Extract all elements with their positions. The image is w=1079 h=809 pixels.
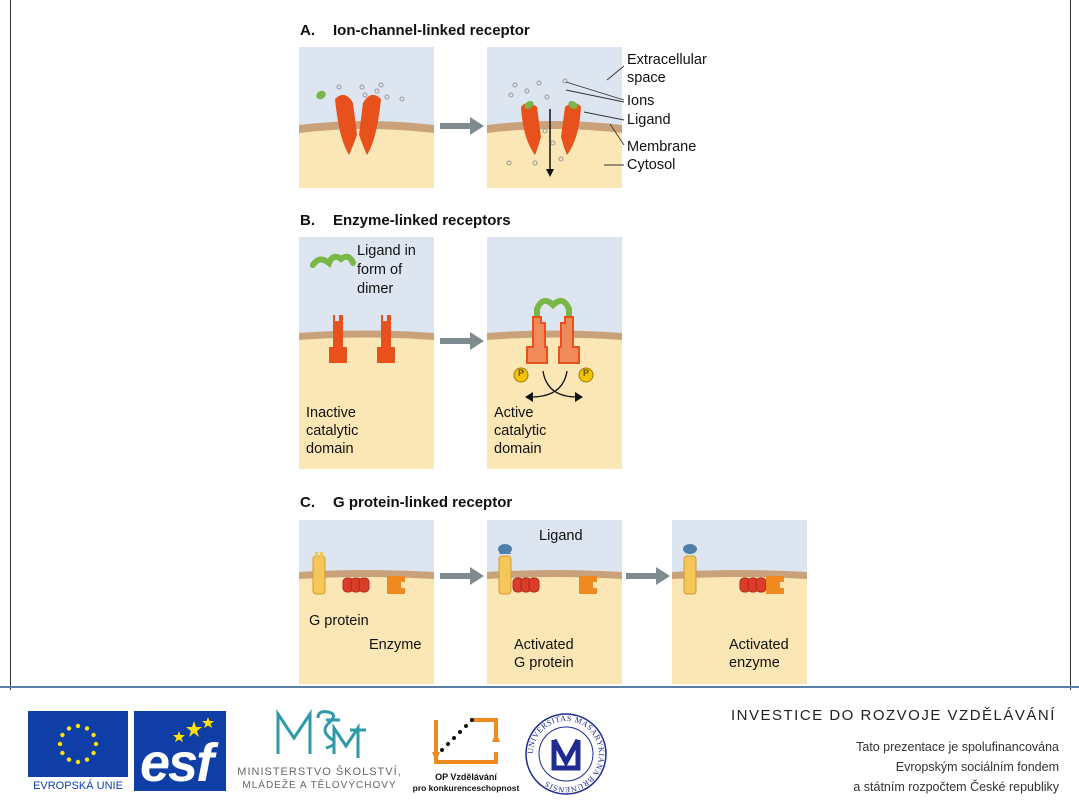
panel-a1-closed-channel	[299, 47, 434, 188]
label-ligand-dimer-1: Ligand in	[357, 243, 416, 259]
label-ligand-c: Ligand	[539, 528, 583, 544]
op-line1: OP Vzdělávání	[435, 772, 497, 782]
section-b-title: Enzyme-linked receptors	[333, 212, 511, 229]
phosphate-right	[578, 367, 594, 383]
footer-headline: INVESTICE DO ROZVOJE VZDĚLÁVÁNÍ	[731, 707, 1056, 724]
label-inactive-2: catalytic	[306, 423, 359, 439]
panel-a2-open-channel	[487, 47, 622, 188]
label-ions: Ions	[627, 93, 655, 109]
label-activated-g-2: G protein	[514, 655, 574, 671]
phosphate-right-label: P	[582, 368, 589, 378]
panel-c1-svg	[299, 520, 434, 684]
active-receptor-right	[558, 316, 580, 364]
arrow-c1	[440, 567, 484, 585]
gpcr-receptor	[312, 555, 326, 595]
panel-c3-enzyme-activated	[672, 520, 807, 684]
msmt-monogram-icon	[276, 709, 366, 758]
arrow-c2	[626, 567, 670, 585]
bound-ligand-dimer	[534, 297, 572, 322]
phosphate-left	[513, 367, 529, 383]
label-activated-enzyme-2: enzyme	[729, 655, 780, 671]
panel-a1-svg	[299, 47, 434, 188]
msmt-line2: MLÁDEŽE A TĚLOVÝCHOVY	[242, 780, 397, 791]
panel-c2-svg	[487, 520, 622, 684]
section-c-title: G protein-linked receptor	[333, 494, 513, 511]
eu-label: EVROPSKÁ UNIE	[33, 780, 123, 792]
footer-line3: a státním rozpočtem České republiky	[853, 780, 1059, 794]
panel-c3-svg	[672, 520, 807, 684]
label-active-1: Active	[494, 405, 534, 421]
section-b-letter: B.	[300, 212, 315, 229]
footer-line2: Evropským sociálním fondem	[895, 760, 1059, 774]
op-line2: pro konkurenceschopnost	[412, 783, 520, 793]
label-ligand-a: Ligand	[627, 112, 671, 128]
slide-border-left	[10, 0, 11, 690]
panel-c2-g-activated	[487, 520, 622, 684]
panel-b1-inactive	[299, 237, 434, 469]
panel-a2-svg	[487, 47, 622, 188]
eu-logo: EVROPSKÁ UNIE	[28, 711, 128, 792]
section-a-letter: A.	[300, 22, 315, 39]
op-logo: OP Vzdělávání pro konkurenceschopnost	[410, 712, 522, 794]
label-inactive-1: Inactive	[306, 405, 356, 421]
op-icon	[432, 718, 500, 764]
label-space: space	[627, 70, 666, 86]
label-inactive-3: domain	[306, 441, 354, 457]
label-extracellular: Extracellular	[627, 52, 707, 68]
label-g-protein: G protein	[309, 613, 369, 629]
label-active-3: domain	[494, 441, 542, 457]
msmt-logo: MINISTERSTVO ŠKOLSTVÍ, MLÁDEŽE A TĚLOVÝC…	[232, 708, 407, 794]
esf-label: esf	[140, 733, 214, 793]
panel-b2-active: P P	[487, 237, 622, 469]
panel-b1-svg	[299, 237, 434, 469]
label-membrane: Membrane	[627, 139, 697, 155]
g-protein	[342, 577, 370, 593]
ligand-dimer	[310, 253, 356, 268]
channel-half-right	[359, 94, 381, 155]
muni-seal: UNIVERSITAS MASARYKIANA BRUNENSIS	[524, 712, 608, 796]
channel-open-left	[521, 103, 541, 155]
label-cytosol: Cytosol	[627, 157, 676, 173]
slide-border-right	[1070, 0, 1071, 690]
panel-c1-resting	[299, 520, 434, 684]
section-c-letter: C.	[300, 494, 315, 511]
ligand	[316, 90, 326, 100]
channel-open-right	[561, 103, 581, 155]
esf-logo: esf	[134, 711, 226, 791]
eu-flag-icon	[28, 711, 128, 777]
arrow-a	[440, 117, 484, 135]
label-activated-g-1: Activated	[514, 637, 574, 653]
label-ligand-dimer-2: form of	[357, 262, 403, 278]
arrow-b	[440, 332, 484, 350]
muni-seal-icon: UNIVERSITAS MASARYKIANA BRUNENSIS	[525, 713, 607, 795]
label-activated-enzyme-1: Activated	[729, 637, 789, 653]
enzyme	[387, 576, 405, 594]
panel-b2-svg	[487, 237, 622, 469]
label-ligand-dimer-3: dimer	[357, 281, 394, 297]
section-a-title: Ion-channel-linked receptor	[333, 22, 530, 39]
receptor-left	[329, 315, 347, 363]
msmt-line1: MINISTERSTVO ŠKOLSTVÍ,	[237, 766, 402, 778]
footer-divider	[0, 686, 1079, 688]
footer-line1: Tato prezentace je spolufinancována	[856, 740, 1059, 754]
label-enzyme: Enzyme	[369, 637, 422, 653]
ions	[336, 82, 405, 102]
phosphate-left-label: P	[517, 368, 524, 378]
label-active-2: catalytic	[494, 423, 547, 439]
receptor-right	[377, 315, 395, 363]
esf-icon	[134, 711, 226, 791]
active-receptor-left	[526, 316, 548, 364]
channel-half-left	[335, 94, 357, 155]
